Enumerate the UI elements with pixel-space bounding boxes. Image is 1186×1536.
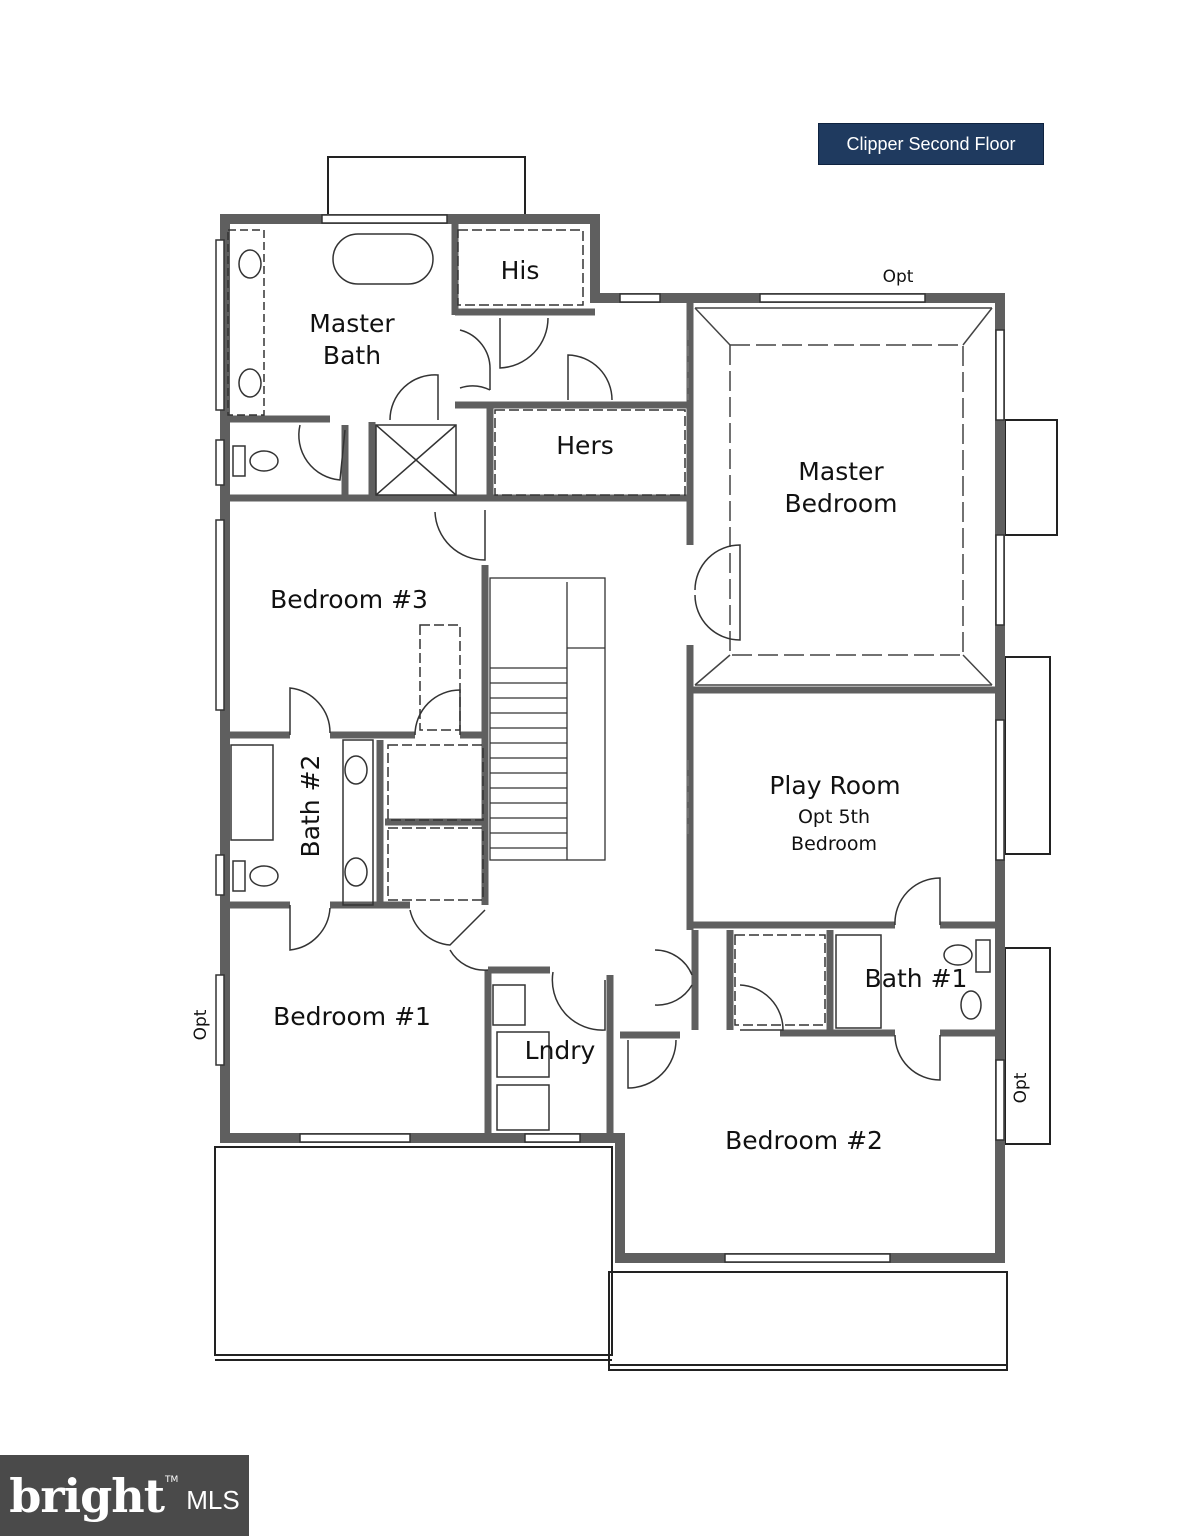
logo-tm: TM [165, 1474, 179, 1485]
washer [496, 1031, 550, 1078]
bathtub-bath1 [835, 934, 882, 1029]
dryer [496, 1084, 550, 1131]
opt-label-top: Opt [882, 267, 914, 287]
room-label-lndry: Lndry [524, 1036, 596, 1065]
room-label-bedroom3: Bedroom #3 [270, 585, 428, 614]
interior-walls [228, 222, 997, 1135]
bathtub-bath2 [230, 744, 274, 841]
room-label-play-room-sub: Opt 5th Bedroom [791, 806, 877, 855]
logo-mls: MLS [186, 1485, 240, 1515]
top-bay-outline [327, 156, 526, 220]
windows [215, 214, 1005, 1263]
staircase [489, 577, 606, 861]
room-label-bath2: Bath #2 [296, 754, 325, 858]
sink-bath1 [943, 944, 973, 966]
right-bay-play [1004, 656, 1051, 855]
sink-master-2 [238, 368, 262, 398]
logo-word: bright [9, 1468, 165, 1523]
room-label-bedroom2: Bedroom #2 [725, 1126, 883, 1155]
fixtures [227, 229, 991, 1131]
bathtub-master [332, 233, 434, 285]
shower-master [375, 424, 457, 496]
porch-left [214, 1146, 613, 1356]
toilet-master [249, 450, 279, 472]
door-swings [289, 317, 941, 1089]
room-label-hers: Hers [556, 431, 614, 460]
sink-bath2-1 [344, 755, 368, 785]
plan-title: Clipper Second Floor [846, 133, 1016, 154]
toilet-bath1 [960, 990, 982, 1020]
sink-bath2-2 [344, 857, 368, 887]
room-label-play-room: Play Room [769, 771, 901, 800]
room-label-bath1: Bath #1 [864, 964, 968, 993]
room-label-bedroom1: Bedroom #1 [273, 1002, 431, 1031]
room-label-his: His [500, 256, 540, 285]
opt-label-right: Opt [1011, 1072, 1031, 1104]
opt-label-left: Opt [191, 1009, 211, 1041]
room-label-master-bedroom: Master Bedroom [784, 457, 898, 518]
room-label-master-bath: Master Bath [309, 309, 395, 370]
toilet-bath2 [249, 865, 279, 887]
tray-ceiling [694, 307, 993, 686]
sink-master-1 [238, 249, 262, 279]
bright-mls-logo: bright TM MLS [0, 1455, 249, 1536]
plan-title-badge: Clipper Second Floor [818, 123, 1044, 165]
porch-right [608, 1271, 1008, 1371]
right-bay-bedroom2 [1004, 947, 1051, 1145]
right-bay-master [1004, 419, 1058, 536]
